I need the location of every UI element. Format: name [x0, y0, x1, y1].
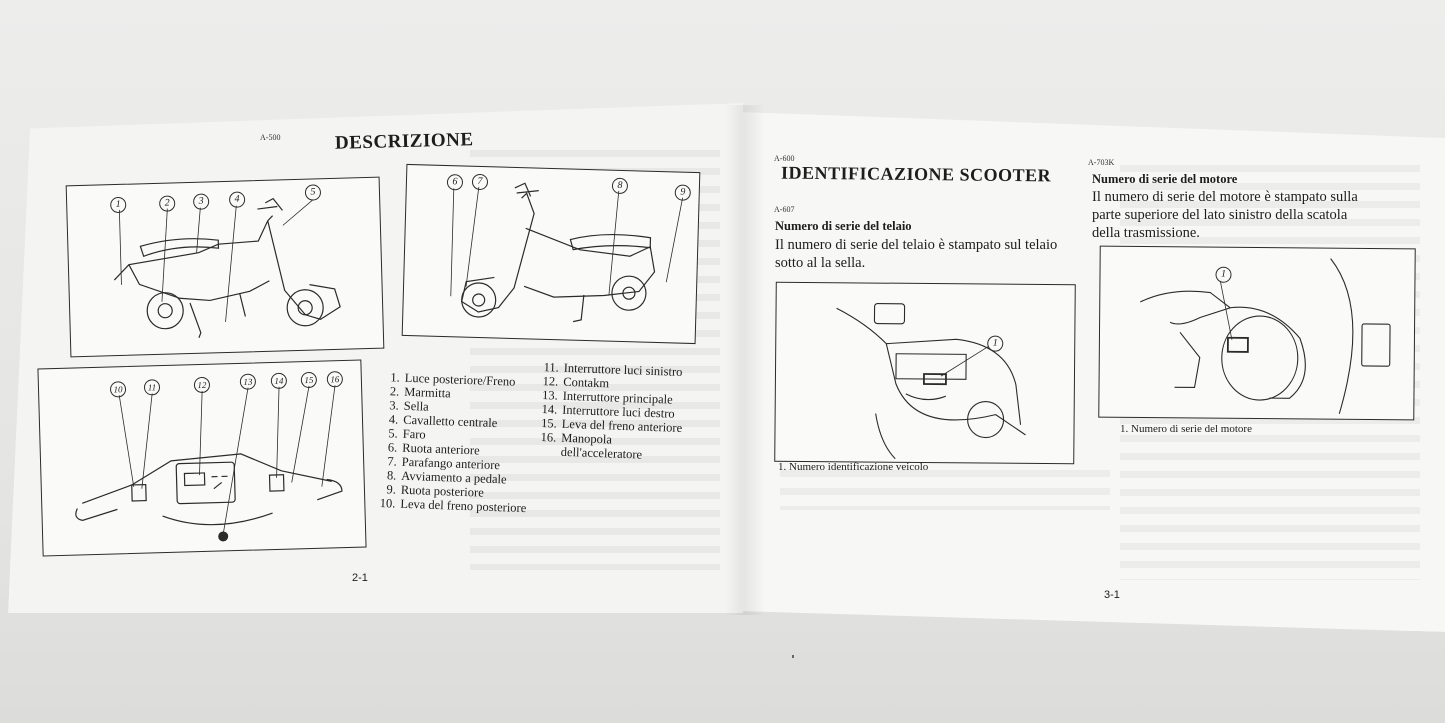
engine-caption: 1. Numero di serie del motore [1120, 423, 1252, 435]
frame-callout-1: 1 [987, 335, 1004, 352]
right-page-title: IDENTIFICAZIONE SCOOTER [780, 162, 1052, 186]
frame-caption: 1. Numero identificazione veicolo [778, 461, 929, 473]
figure-frame-number: 1 [774, 281, 1076, 465]
figure-scooter-left-side: 1 2 3 4 5 [65, 176, 385, 358]
legend-list-left: 1.Luce posteriore/Freno 2.Marmitta 3.Sel… [377, 370, 531, 515]
left-page-title: DESCRIZIONE [334, 129, 474, 154]
left-code: A-500 [260, 133, 281, 142]
frame-code: A-607 [774, 205, 795, 214]
handlebar-drawing [75, 385, 343, 542]
engine-code: A-703K [1088, 158, 1115, 167]
legend-list-right: 11.Interruttore luci sinistro 12.Contakm… [538, 360, 685, 463]
frame-text: Il numero di serie del telaio è stampato… [775, 237, 1058, 271]
engine-heading: Numero di serie del motore [1092, 172, 1238, 186]
frame-heading: Numero di serie del telaio [775, 219, 912, 233]
engine-drawing [1140, 258, 1391, 414]
right-page-number: 3-1 [1104, 589, 1120, 601]
figure-scooter-right-side: 6 7 8 9 [401, 163, 701, 345]
show-through-right-lower [780, 470, 1110, 510]
left-page-number: 2-1 [352, 572, 368, 584]
table-speck [792, 655, 794, 658]
book-gutter [725, 105, 765, 615]
figure-engine-number: 1 [1098, 245, 1416, 421]
figure-handlebar: 10 11 12 13 14 15 16 [37, 359, 367, 557]
engine-callout-1: 1 [1215, 266, 1232, 283]
scooter-right-drawing [450, 182, 684, 323]
engine-text: Il numero di serie del motore è stampato… [1092, 189, 1358, 241]
scooter-left-drawing [113, 197, 341, 338]
frame-drawing [836, 303, 1026, 460]
right-section-code: A-600 [774, 154, 795, 163]
